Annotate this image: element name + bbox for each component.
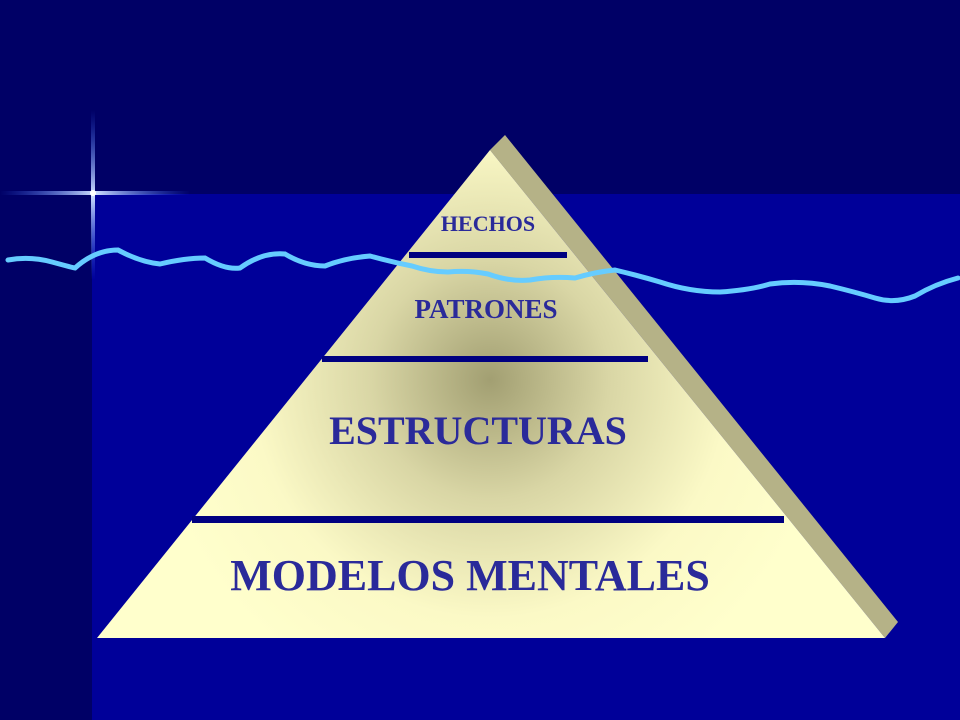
divider-estructuras-modelos [192,516,784,523]
level-label-modelos-mentales: MODELOS MENTALES [230,551,710,600]
level-label-hechos: HECHOS [441,211,535,236]
sparkle-star-icon [0,110,190,280]
divider-patrones-estructuras [322,356,648,362]
pyramid-shadow [490,135,898,638]
level-label-estructuras: ESTRUCTURAS [329,408,627,453]
level-label-patrones: PATRONES [414,294,557,324]
divider-hechos-patrones [409,252,567,258]
waterline [5,247,960,304]
